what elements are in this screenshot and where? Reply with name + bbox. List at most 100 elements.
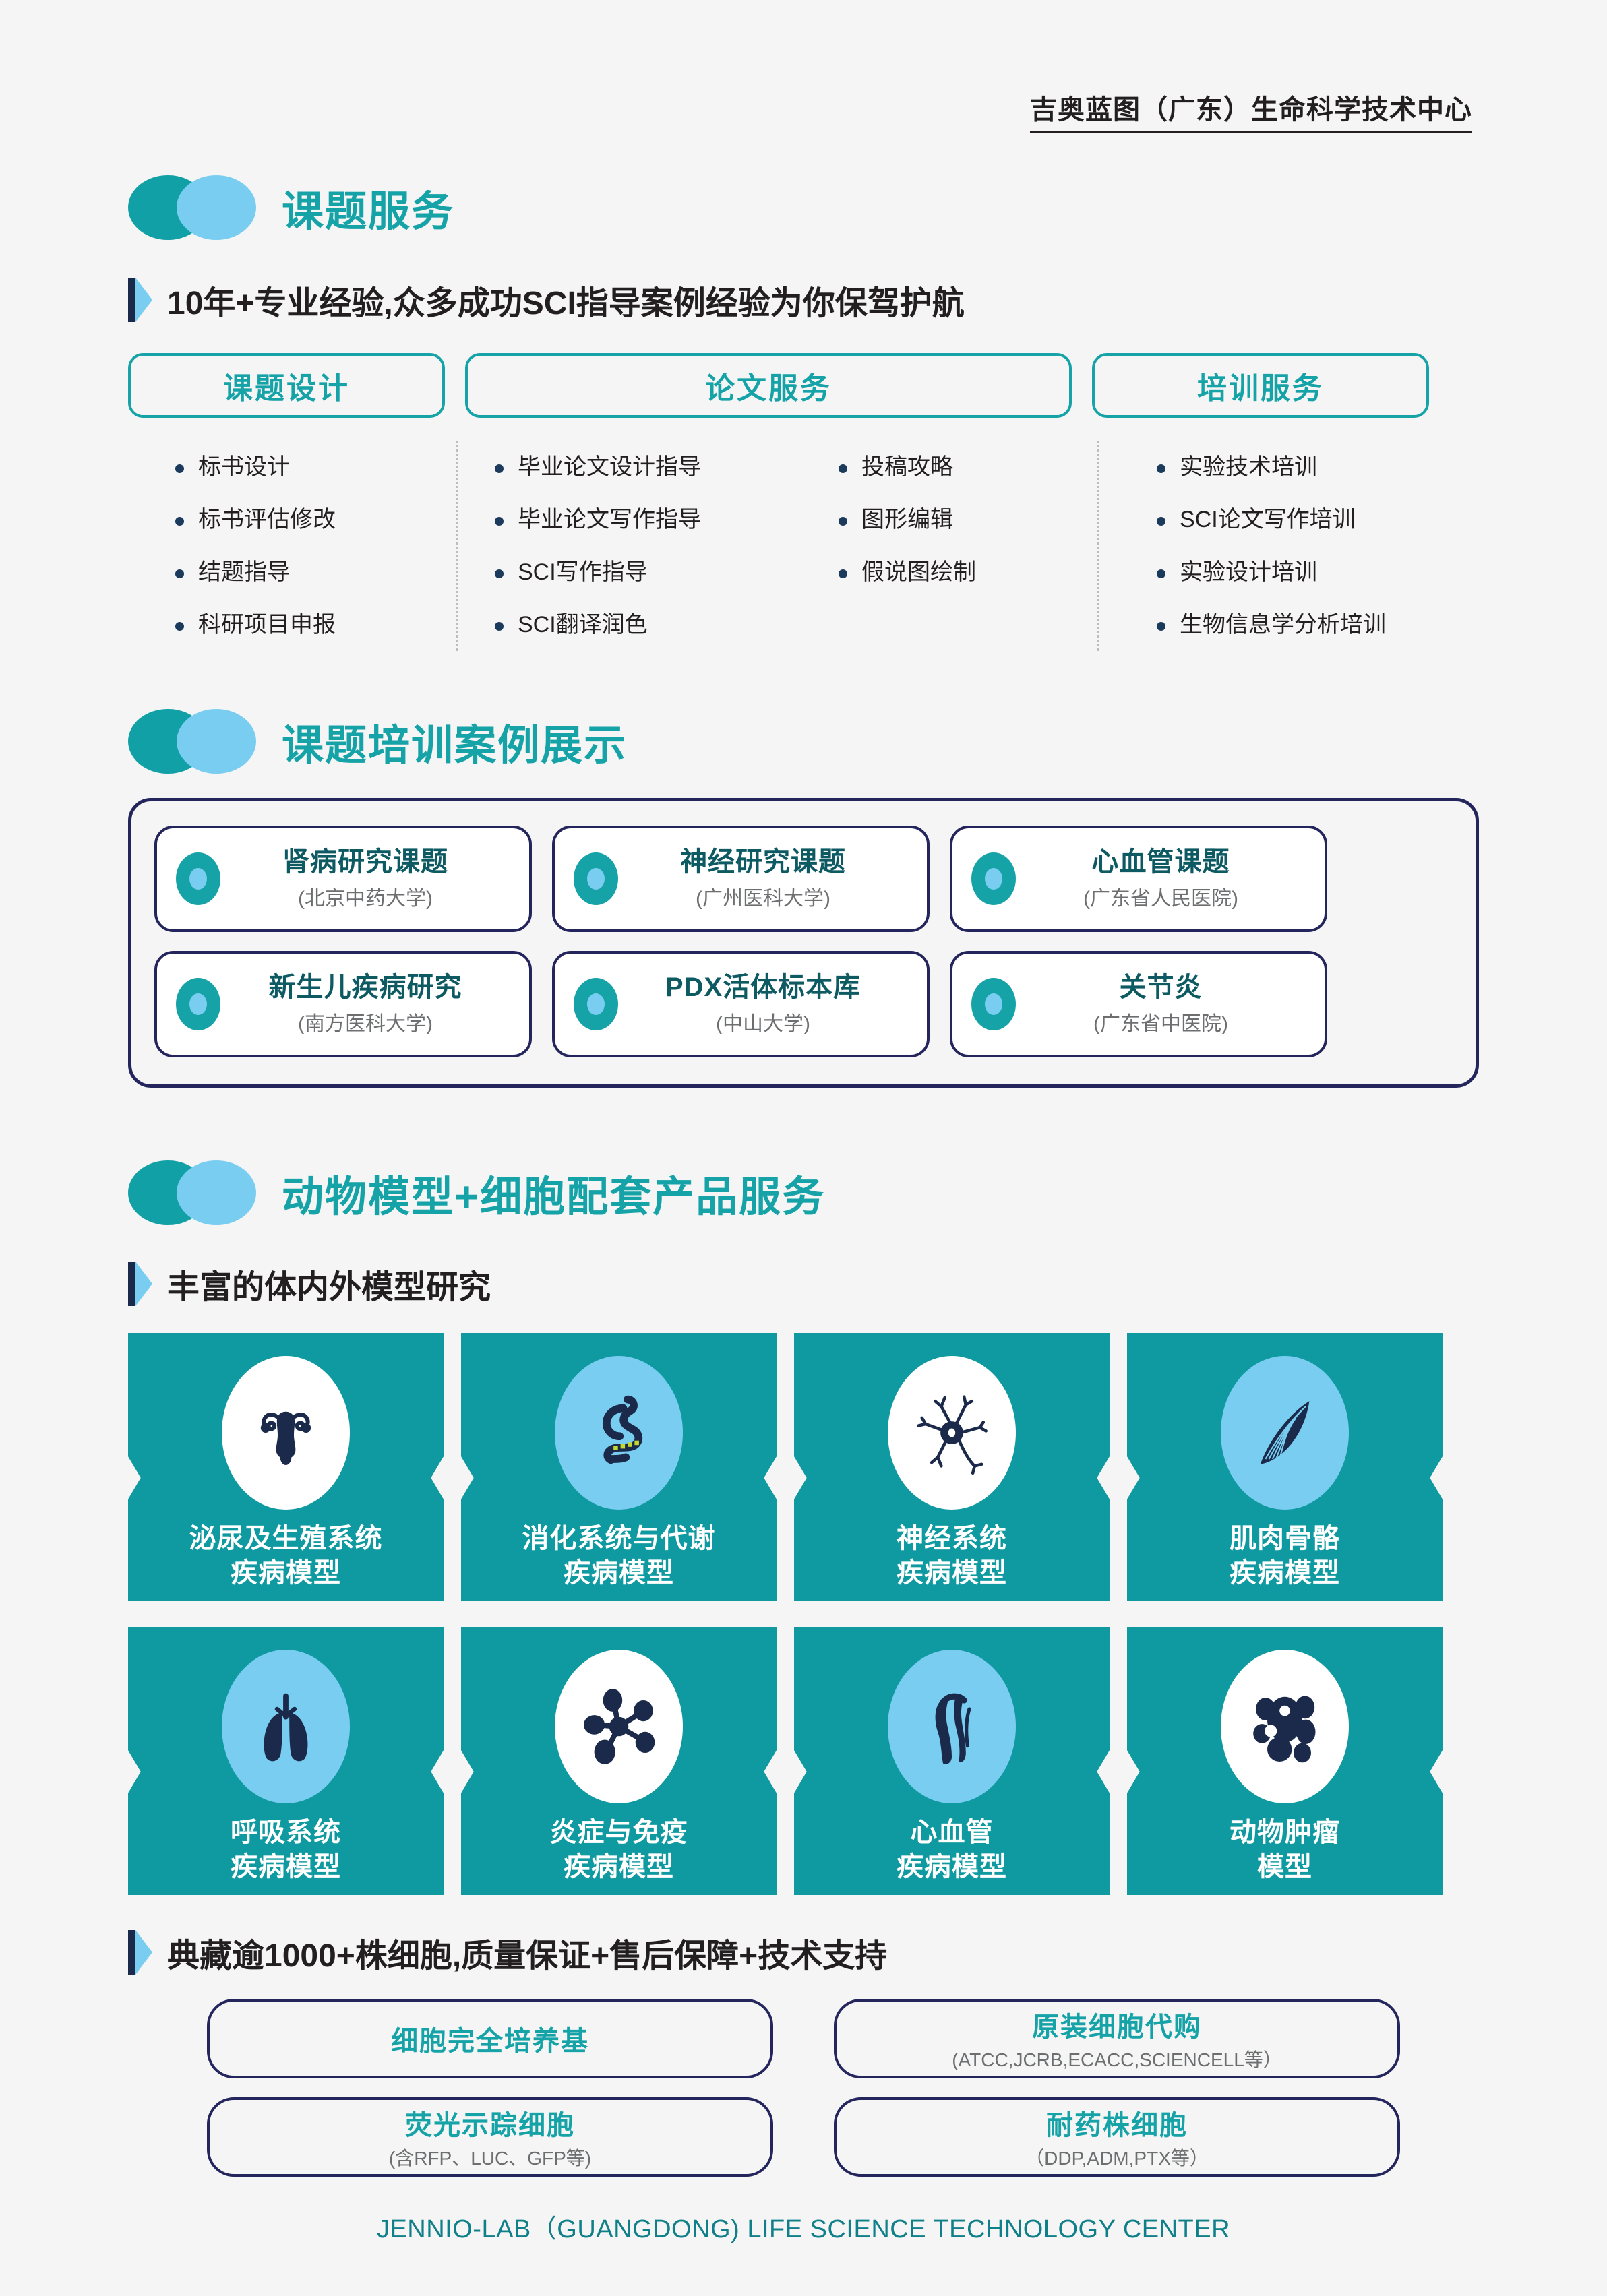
service-box-label: 培训服务 — [1197, 372, 1324, 405]
model-card-tumor[interactable]: 动物肿瘤模型 — [1127, 1627, 1443, 1895]
case-name: 心血管课题 — [1091, 847, 1230, 877]
cell-product-name: 原装细胞代购 — [1032, 2012, 1202, 2042]
column-design-items: 标书设计 标书评估修改 结题指导 科研项目申报 — [128, 441, 458, 651]
cell-product-sub: （DDP,ADM,PTX等） — [1025, 2148, 1209, 2169]
case-panel: 肾病研究课题 (北京中药大学) 神经研究课题 (广州医科大学) 心血管课题 (广… — [128, 798, 1479, 1088]
case-bullet-icon — [971, 978, 1016, 1030]
list-item: 投稿攻略 — [832, 441, 1097, 493]
case-bullet-icon — [574, 978, 618, 1030]
cell-product-original[interactable]: 原装细胞代购 (ATCC,JCRB,ECACC,SCIENCELL等） — [834, 1999, 1400, 2078]
cell-product-name: 荧光示踪细胞 — [405, 2111, 575, 2140]
cell-product-fluorescent[interactable]: 荧光示踪细胞 (含RFP、LUC、GFP等) — [207, 2097, 773, 2177]
model-caption: 肌肉骨骼疾病模型 — [1230, 1524, 1340, 1588]
cell-product-sub: (ATCC,JCRB,ECACC,SCIENCELL等） — [952, 2049, 1282, 2070]
section-title: 动物模型+细胞配套产品服务 — [282, 1174, 826, 1220]
service-box-paper[interactable]: 论文服务 — [465, 353, 1072, 418]
document-header: 吉奥蓝图（广东）生命科学技术中心 — [128, 0, 1479, 133]
service-box-design[interactable]: 课题设计 — [128, 353, 445, 418]
tagline-text: 典藏逾1000+株细胞,质量保证+售后保障+技术支持 — [167, 1938, 888, 1974]
arrow-bullet-icon — [128, 1262, 152, 1306]
case-name: PDX活体标本库 — [665, 972, 861, 1002]
muscle-icon — [1221, 1356, 1349, 1510]
uterus-icon — [222, 1356, 350, 1510]
case-card[interactable]: 新生儿疾病研究 (南方医科大学) — [154, 951, 532, 1057]
model-caption: 炎症与免疫疾病模型 — [549, 1818, 688, 1882]
venn-logo-icon — [128, 709, 256, 774]
model-caption: 心血管疾病模型 — [897, 1818, 1007, 1882]
list-item: 标书评估修改 — [169, 493, 456, 546]
section-header-animal-model: 动物模型+细胞配套产品服务 — [128, 1160, 1479, 1225]
model-card-respiratory[interactable]: 呼吸系统疾病模型 — [128, 1627, 444, 1895]
case-row-2: 新生儿疾病研究 (南方医科大学) PDX活体标本库 (中山大学) 关节炎 (广东… — [154, 951, 1453, 1057]
column-paper-items-b: 投稿攻略 图形编辑 假说图绘制 — [802, 441, 1099, 651]
case-name: 神经研究课题 — [680, 847, 846, 877]
case-bullet-icon — [176, 978, 220, 1030]
model-card-inflammation[interactable]: 炎症与免疫疾病模型 — [461, 1627, 777, 1895]
cell-product-medium[interactable]: 细胞完全培养基 — [207, 1999, 773, 2078]
case-name: 关节炎 — [1119, 972, 1203, 1002]
case-bullet-icon — [971, 852, 1016, 905]
arrow-bullet-icon — [128, 1930, 152, 1975]
case-org: (广东省人民医院) — [1083, 888, 1238, 910]
case-card[interactable]: PDX活体标本库 (中山大学) — [552, 951, 930, 1057]
model-card-nervous[interactable]: 神经系统疾病模型 — [794, 1333, 1110, 1601]
cell-product-grid: 细胞完全培养基 荧光示踪细胞 (含RFP、LUC、GFP等) 原装细胞代购 (A… — [128, 1999, 1479, 2177]
model-card-row-1: 泌尿及生殖系统疾病模型 消化系统与代谢疾病模型 — [128, 1333, 1479, 1601]
model-caption: 消化系统与代谢疾病模型 — [522, 1524, 716, 1588]
tagline-cells: 典藏逾1000+株细胞,质量保证+售后保障+技术支持 — [128, 1929, 1479, 1976]
model-caption: 神经系统疾病模型 — [897, 1524, 1007, 1588]
tagline-text: 10年+专业经验,众多成功SCI指导案例经验为你保驾护航 — [167, 286, 965, 321]
model-card-row-2: 呼吸系统疾病模型 炎症与免疫疾病模型 — [128, 1627, 1479, 1895]
tagline-text: 丰富的体内外模型研究 — [167, 1270, 491, 1305]
footer-text: JENNIO-LAB（GUANGDONG) LIFE SCIENCE TECHN… — [376, 2215, 1231, 2243]
model-card-urogenital[interactable]: 泌尿及生殖系统疾病模型 — [128, 1333, 444, 1601]
tumor-cells-icon — [1221, 1650, 1349, 1803]
list-item: SCI写作指导 — [488, 546, 802, 598]
case-bullet-icon — [574, 852, 618, 905]
case-org: (南方医科大学) — [298, 1013, 433, 1035]
case-card[interactable]: 心血管课题 (广东省人民医院) — [950, 826, 1327, 932]
service-box-training[interactable]: 培训服务 — [1092, 353, 1429, 418]
case-card[interactable]: 肾病研究课题 (北京中药大学) — [154, 826, 532, 932]
list-item: 毕业论文设计指导 — [488, 441, 802, 493]
service-box-row: 课题设计 论文服务 培训服务 — [128, 353, 1479, 418]
list-item: 实验技术培训 — [1150, 441, 1449, 493]
list-item: 结题指导 — [169, 546, 456, 598]
company-title: 吉奥蓝图（广东）生命科学技术中心 — [1030, 88, 1472, 133]
lungs-icon — [222, 1650, 350, 1803]
stomach-intestine-icon — [555, 1356, 683, 1510]
list-item: SCI论文写作培训 — [1150, 493, 1449, 546]
model-card-cardiovascular[interactable]: 心血管疾病模型 — [794, 1627, 1110, 1895]
case-card[interactable]: 关节炎 (广东省中医院) — [950, 951, 1327, 1057]
case-name: 新生儿疾病研究 — [268, 972, 462, 1002]
page-footer: JENNIO-LAB（GUANGDONG) LIFE SCIENCE TECHN… — [128, 2208, 1479, 2245]
list-item: 实验设计培训 — [1150, 546, 1449, 598]
case-name: 肾病研究课题 — [282, 847, 448, 877]
model-card-digestive[interactable]: 消化系统与代谢疾病模型 — [461, 1333, 777, 1601]
case-org: (广州医科大学) — [696, 888, 830, 910]
case-org: (北京中药大学) — [298, 888, 433, 910]
venn-logo-icon — [128, 175, 256, 240]
list-item: 标书设计 — [169, 441, 456, 493]
section-title: 课题服务 — [282, 189, 455, 235]
list-item: 假说图绘制 — [832, 546, 1097, 598]
arrow-bullet-icon — [128, 278, 152, 322]
molecule-icon — [555, 1650, 683, 1803]
venn-logo-icon — [128, 1160, 256, 1225]
case-card[interactable]: 神经研究课题 (广州医科大学) — [552, 826, 930, 932]
case-org: (中山大学) — [716, 1013, 810, 1035]
case-bullet-icon — [176, 852, 220, 905]
model-caption: 呼吸系统疾病模型 — [231, 1818, 341, 1882]
cell-product-sub: (含RFP、LUC、GFP等) — [388, 2148, 592, 2169]
section-header-case-showcase: 课题培训案例展示 — [128, 709, 1479, 774]
model-caption: 泌尿及生殖系统疾病模型 — [189, 1524, 383, 1588]
case-row-1: 肾病研究课题 (北京中药大学) 神经研究课题 (广州医科大学) 心血管课题 (广… — [154, 826, 1453, 932]
list-item: 科研项目申报 — [169, 598, 456, 651]
cell-product-resistant[interactable]: 耐药株细胞 （DDP,ADM,PTX等） — [834, 2097, 1400, 2177]
list-item: 毕业论文写作指导 — [488, 493, 802, 546]
section-title: 课题培训案例展示 — [282, 722, 628, 769]
list-item: 生物信息学分析培训 — [1150, 598, 1449, 651]
model-caption: 动物肿瘤模型 — [1230, 1818, 1340, 1882]
model-card-musculoskeletal[interactable]: 肌肉骨骼疾病模型 — [1127, 1333, 1443, 1601]
